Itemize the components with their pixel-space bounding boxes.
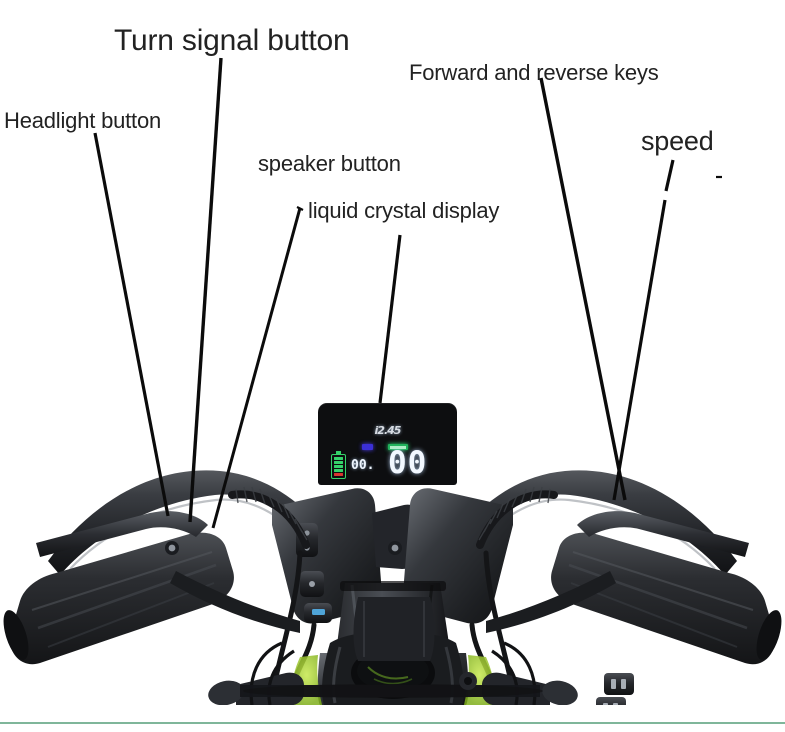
display-speed-readout: 00 — [388, 445, 428, 481]
label-forward-and-reverse-keys: Forward and reverse keys — [409, 60, 659, 85]
display-small-readout: 00. — [351, 458, 375, 473]
label-headlight-button: Headlight button — [4, 108, 162, 133]
bottom-divider — [0, 722, 785, 724]
label-liquid-crystal-display: liquid crystal display — [308, 198, 500, 223]
label-speaker-button: speaker button — [258, 151, 401, 176]
speed-key[interactable] — [596, 697, 626, 705]
leader-speed-a — [664, 159, 675, 192]
display-brand-logo: i2.45 — [374, 424, 402, 437]
leader-lcd — [378, 234, 402, 404]
lcd-tick-mark — [296, 206, 304, 211]
liquid-crystal-display: i2.45 00. 00 — [318, 403, 457, 485]
forward-reverse-key-upper[interactable] — [604, 673, 634, 695]
turn-signal-indicator-led — [362, 444, 373, 450]
label-turn-signal-button: Turn signal button — [114, 24, 350, 57]
label-speed: speed — [641, 126, 714, 156]
ready-indicator-led — [388, 444, 408, 450]
battery-gauge-icon — [331, 451, 346, 479]
